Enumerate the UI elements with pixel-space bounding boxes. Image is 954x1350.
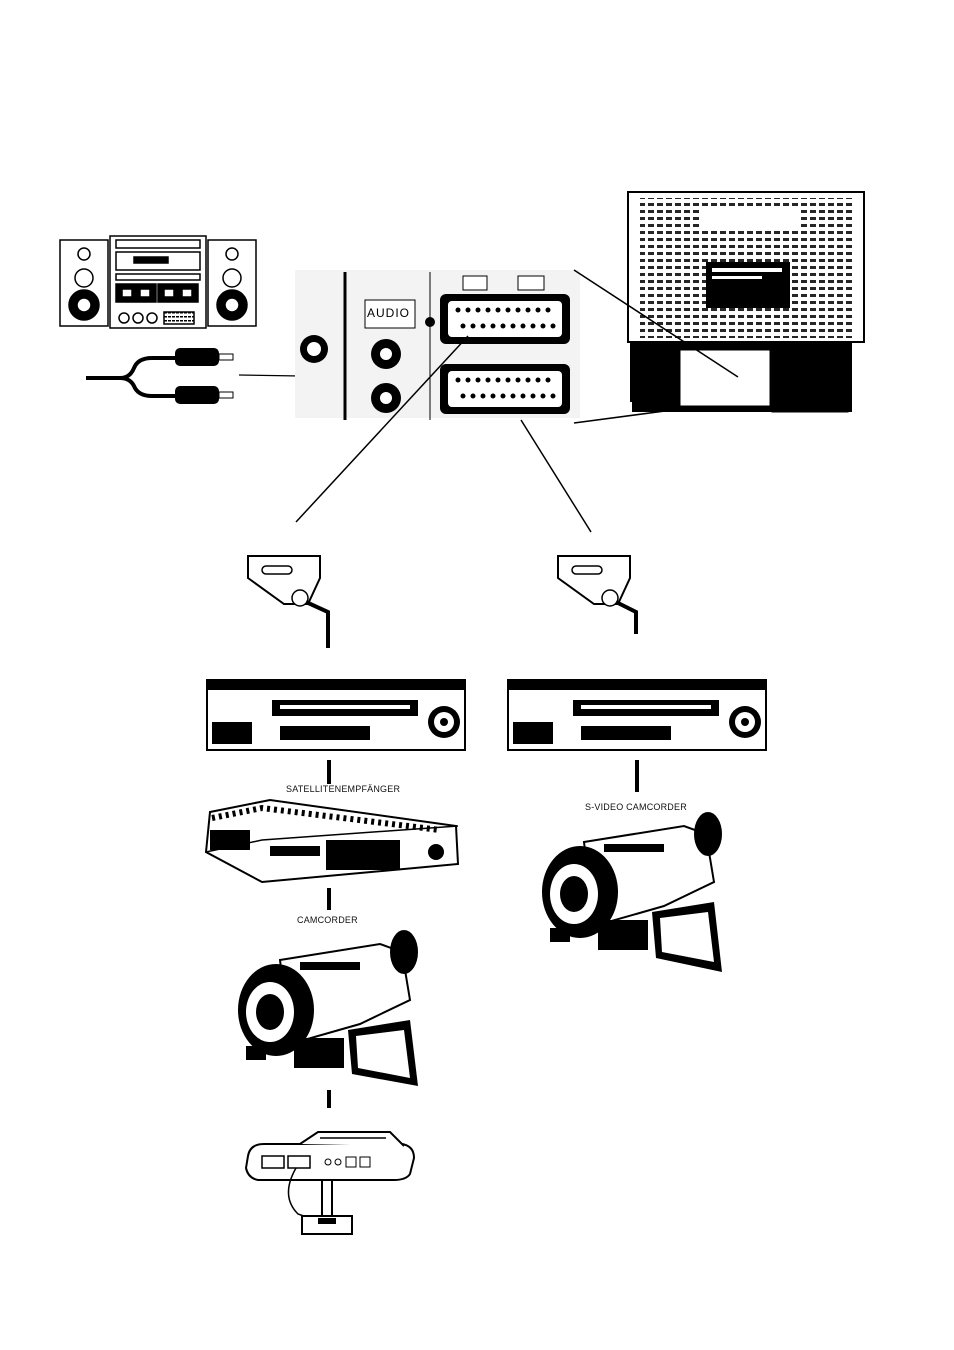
scart-plug-icon [558,556,636,634]
vcr-icon [508,680,766,750]
satellite-receiver-icon [206,800,458,882]
svideo-camcorder-icon [542,812,722,972]
scart-plug-icon [248,556,328,648]
satellite-receiver-label: SATELLITENEMPFÄNGER [286,784,400,794]
pointer-line [574,409,680,423]
rca-cable-icon [86,348,233,404]
game-console-icon [246,1132,414,1234]
audio-panel-label: AUDIO [367,306,410,320]
svideo-camcorder-label: S-VIDEO CAMCORDER [585,802,687,812]
vcr-icon [207,680,465,750]
camcorder-icon [238,930,418,1086]
scart-cable-line-right [521,420,591,532]
scart-socket-upper [440,294,570,344]
hifi-system-icon [60,236,256,328]
rear-connector-panel [295,270,580,420]
camcorder-label: CAMCORDER [297,915,358,925]
tv-rear-view-icon [628,192,864,412]
scart-socket-lower [440,364,570,414]
